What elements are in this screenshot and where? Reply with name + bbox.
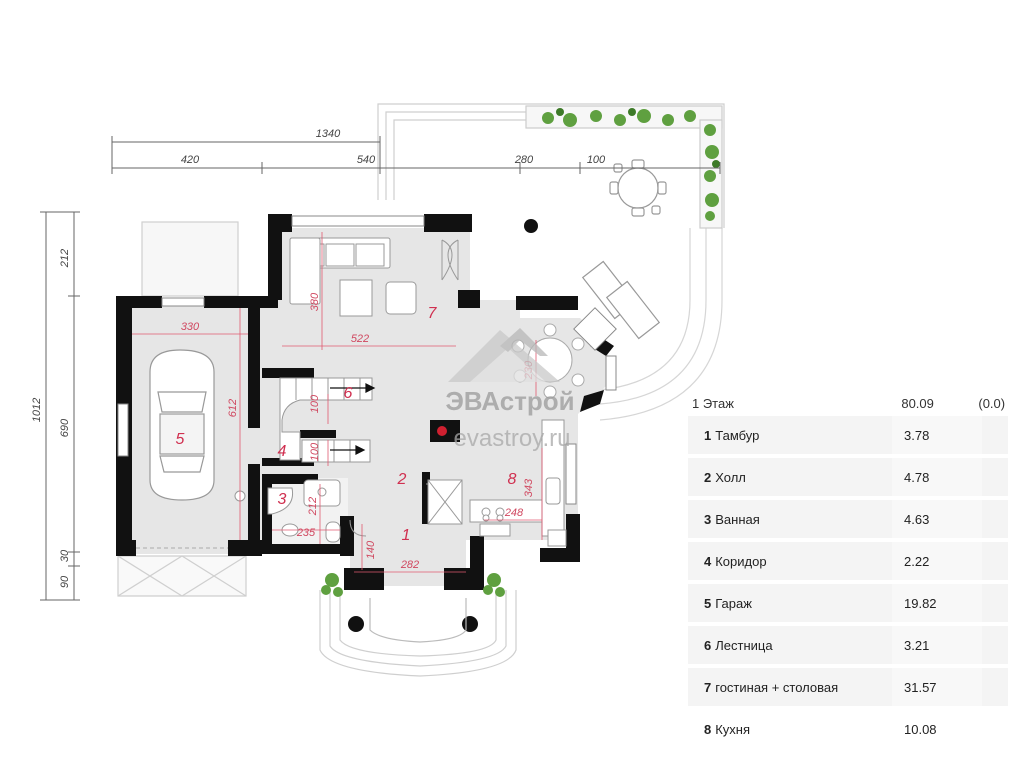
legend-blank-cell: [982, 710, 1008, 748]
sun-lounger-icon: [581, 260, 661, 340]
room-dim-330: 330: [181, 321, 200, 333]
terrace-plants-icon: [542, 108, 720, 221]
garage-canopy: [117, 221, 247, 597]
column-icons: [348, 219, 538, 632]
legend-blank-cell: [982, 416, 1008, 454]
room-number-2: 2: [397, 471, 407, 488]
legend-blank-cell: [982, 626, 1008, 664]
room-number-7: 7: [428, 305, 438, 322]
dim-540: 540: [357, 154, 376, 166]
legend-room-number: 3: [704, 511, 712, 527]
room-dim-100b: 100: [309, 442, 321, 461]
dim-total-width: 1340: [316, 128, 341, 140]
room-dim-212: 212: [307, 497, 319, 516]
legend-room-number: 8: [704, 721, 712, 737]
room-dimension-lines: [132, 232, 543, 573]
dim-total-height: 1012: [31, 398, 43, 422]
windows: [117, 215, 617, 505]
kitchen-counter-icon: [427, 419, 567, 547]
room-number-5: 5: [176, 431, 185, 448]
legend-blank-cell: [982, 584, 1008, 622]
legend-room-number: 6: [704, 637, 712, 653]
legend-room-area: 4.78: [892, 458, 982, 496]
room-dim-248: 248: [504, 507, 524, 519]
round-table-icon: [609, 159, 667, 217]
room-dim-100a: 100: [309, 394, 321, 413]
dim-212: 212: [59, 249, 71, 268]
legend-extra-area: (0.0): [978, 395, 1006, 411]
dim-30: 30: [59, 549, 71, 562]
legend-room-name: Тамбур: [715, 427, 760, 443]
room-dim-522: 522: [351, 333, 369, 345]
legend-room-name: Коридор: [715, 553, 767, 569]
car-icon: [149, 349, 215, 501]
dim-100: 100: [587, 154, 606, 166]
legend-room-area: 19.82: [892, 584, 982, 622]
dim-420: 420: [181, 154, 200, 166]
dim-690: 690: [59, 418, 71, 437]
legend-room-number: 7: [704, 679, 712, 695]
legend-room-area: 2.22: [892, 542, 982, 580]
legend-room-name: гостиная + столовая: [715, 679, 839, 695]
watermark-brand: ЭВАстрой: [445, 386, 574, 416]
legend-room-area: 10.08: [904, 721, 937, 737]
entry-plant-icon: [321, 573, 505, 597]
legend-blank-cell: [982, 500, 1008, 538]
room-dim-235: 235: [296, 527, 316, 539]
dimension-lines: [40, 136, 721, 601]
room-dimension-labels: 330 612 380 522 100 100 212 235 140 282 …: [181, 292, 535, 571]
legend-room-name: Ванная: [715, 511, 760, 527]
legend-room-area: 3.78: [892, 416, 982, 454]
legend-header: 1 Этаж 80.09 (0.0): [688, 390, 1008, 416]
watermark-logo: ЭВАстрой evastroy.ru: [445, 328, 575, 452]
legend-blank-cell: [982, 668, 1008, 706]
room-number-3: 3: [278, 491, 287, 508]
room-number-8: 8: [508, 471, 517, 488]
legend-room-name: Лестница: [715, 637, 773, 653]
floor: [122, 228, 608, 586]
room-number-1: 1: [402, 527, 411, 544]
dim-280: 280: [514, 154, 534, 166]
legend-blank-cell: [982, 542, 1008, 580]
watermark-site: evastroy.ru: [454, 425, 571, 452]
legend-floor-label: 1 Этаж: [692, 395, 734, 411]
legend-total-area: 80.09: [901, 395, 934, 411]
room-dim-140: 140: [365, 540, 377, 559]
legend-room-name: Холл: [715, 469, 746, 485]
room-number-6: 6: [344, 385, 353, 402]
legend-blank-cell: [982, 458, 1008, 496]
stair-arrow-icon: [330, 383, 376, 455]
dimension-labels: 1340 420 540 280 100 1012 212 690 30 90: [31, 128, 606, 588]
legend-room-name: Кухня: [715, 721, 751, 737]
room-numbers: 1 2 3 4 5 6 7 8: [176, 305, 517, 544]
room-dim-343: 343: [523, 478, 535, 497]
entry-porch: [319, 590, 517, 677]
legend-room-name: Гараж: [715, 595, 752, 611]
room-dim-612: 612: [227, 399, 239, 417]
legend-room-area: 4.63: [892, 500, 982, 538]
legend-room-number: 1: [704, 427, 712, 443]
legend-room-number: 5: [704, 595, 712, 611]
legend-room-number: 2: [704, 469, 712, 485]
dim-90: 90: [59, 575, 71, 588]
legend-room-area: 3.21: [892, 626, 982, 664]
room-dim-380: 380: [309, 292, 321, 311]
legend-room-area: 31.57: [892, 668, 982, 706]
sofa-icon: [289, 237, 417, 317]
room-dim-282: 282: [400, 559, 419, 571]
room-number-4: 4: [278, 443, 287, 460]
fireplace-icon: [430, 420, 460, 442]
legend-room-number: 4: [704, 553, 712, 569]
